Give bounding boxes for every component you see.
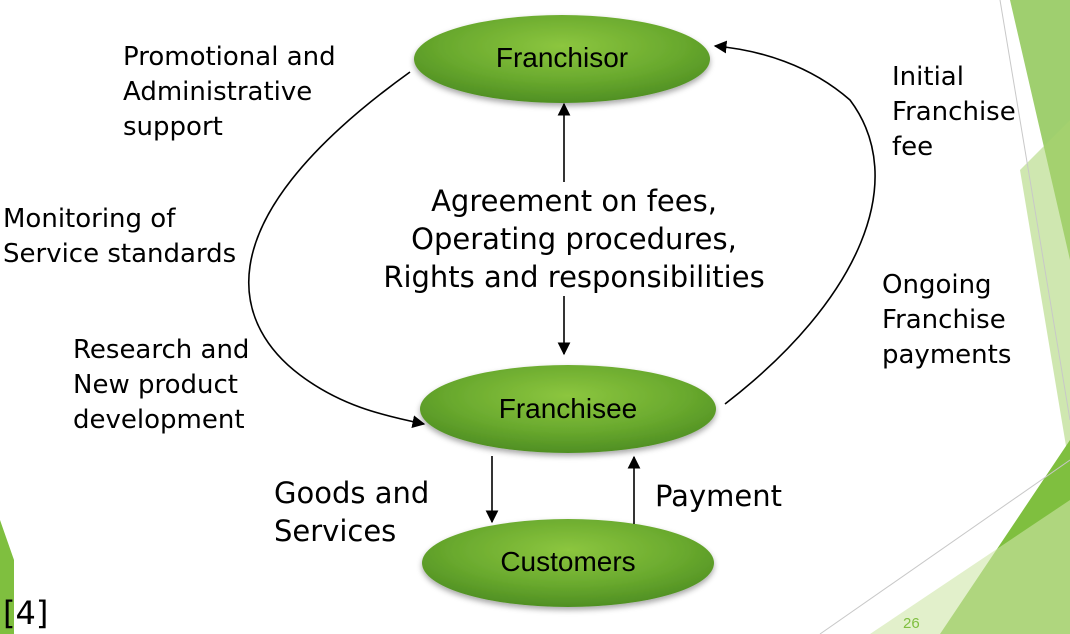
research-label: Research and New product development	[73, 333, 249, 438]
source-reference: [4]	[3, 594, 49, 632]
page-number: 26	[903, 615, 920, 632]
agreement-line-1: Agreement on fees,	[431, 184, 717, 218]
research-line-1: Research and	[73, 335, 250, 365]
promotional-support-line-3: support	[123, 112, 223, 142]
promotional-support-line-2: Administrative	[123, 77, 313, 107]
theme-triangle-mid	[1020, 120, 1070, 470]
monitoring-label: Monitoring of Service standards	[3, 202, 236, 272]
customers-label: Customers	[500, 546, 636, 577]
initial-fee-line-3: fee	[892, 132, 934, 162]
initial-fee-label: Initial Franchise fee	[892, 60, 1016, 165]
ongoing-payments-line-3: payments	[882, 340, 1012, 370]
ongoing-payments-label: Ongoing Franchise payments	[882, 268, 1011, 373]
research-line-2: New product	[73, 370, 238, 400]
theme-line-2	[819, 459, 1070, 634]
franchisee-label: Franchisee	[498, 393, 638, 424]
franchisor-label: Franchisor	[495, 42, 629, 73]
theme-left-sliver	[0, 520, 14, 634]
initial-fee-line-1: Initial	[892, 62, 964, 92]
franchisee-node	[420, 365, 716, 453]
payment-line-1: Payment	[655, 479, 782, 513]
ongoing-payments-line-2: Franchise	[882, 305, 1006, 335]
theme-line-1	[999, 0, 1070, 421]
research-line-3: development	[73, 405, 245, 435]
support-curve-arrow	[247, 71, 426, 428]
promotional-support-label: Promotional and Administrative support	[123, 40, 336, 145]
ongoing-payments-line-1: Ongoing	[882, 270, 992, 300]
agreement-label: Agreement on fees, Operating procedures,…	[354, 182, 794, 296]
goods-services-line-2: Services	[274, 514, 397, 548]
payments-curve-arrow	[713, 40, 876, 405]
goods-services-line-1: Goods and	[274, 476, 430, 510]
customers-node	[422, 519, 714, 607]
agreement-line-2: Operating procedures,	[411, 222, 737, 256]
goods-services-label: Goods and Services	[274, 474, 429, 550]
theme-triangle-bottom-light	[870, 500, 1070, 634]
agreement-line-3: Rights and responsibilities	[383, 260, 765, 294]
promotional-support-line-1: Promotional and	[123, 42, 336, 72]
payment-label: Payment	[655, 477, 782, 515]
monitoring-line-1: Monitoring of	[3, 204, 176, 234]
franchisor-node	[414, 15, 710, 103]
initial-fee-line-2: Franchise	[892, 97, 1016, 127]
monitoring-line-2: Service standards	[3, 239, 237, 269]
